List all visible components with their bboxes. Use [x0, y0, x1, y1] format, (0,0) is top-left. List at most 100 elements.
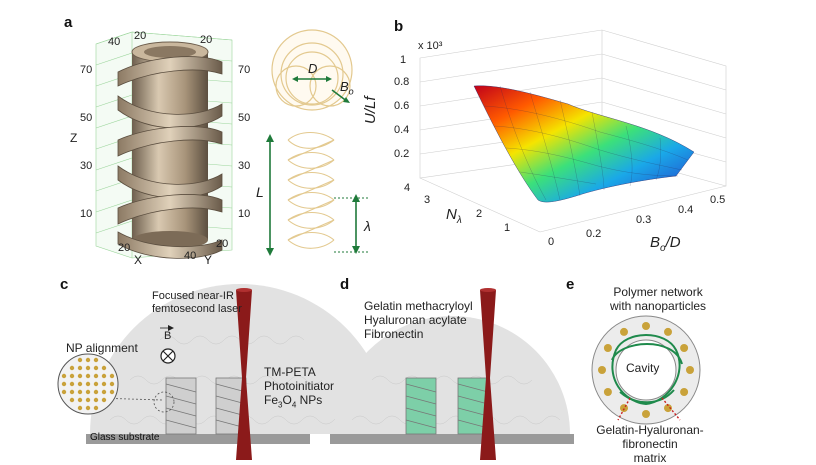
nanoparticle — [85, 389, 91, 395]
n-axis-label: Nλ — [446, 206, 462, 226]
nanoparticle — [69, 373, 75, 379]
axis-y-label: Y — [204, 253, 213, 267]
panel-a-label: a — [64, 14, 73, 31]
nanoparticle — [85, 373, 91, 379]
tick-bottom-y1: 40 — [184, 250, 197, 262]
bo-axis-label: Bo/D — [650, 234, 681, 254]
ring-nanoparticle — [686, 366, 694, 374]
ring-nanoparticle — [664, 404, 672, 413]
nanoparticle — [77, 357, 83, 363]
bo-tick-0: 0.2 — [586, 228, 602, 240]
nanoparticle — [93, 405, 99, 411]
z-tick-2: 0.6 — [394, 100, 410, 112]
nanoparticle — [93, 357, 99, 363]
nanoparticle — [61, 381, 67, 387]
matrix-label: Gelatin-Hyaluronan-fibronectin matrix — [596, 423, 704, 465]
tick-z-left-2: 30 — [80, 160, 93, 172]
axis-z-label: Z — [70, 131, 78, 145]
tick-top-right: 20 — [200, 34, 213, 46]
helix-side-schematic — [287, 131, 335, 249]
gel-pillar-1 — [405, 377, 437, 435]
panel-d-label: d — [340, 276, 350, 293]
ring-nanoparticle — [603, 388, 612, 396]
tick-bottom-x: 20 — [118, 242, 131, 254]
axis-x-label: X — [134, 253, 143, 267]
nanoparticle — [77, 405, 83, 411]
n-tick-1: 3 — [424, 194, 431, 206]
nanoparticle — [77, 373, 83, 379]
nanoparticle — [101, 381, 107, 387]
ring-nanoparticle — [620, 327, 628, 336]
np-alignment-label: NP alignment — [66, 341, 138, 355]
tick-z-left-1: 50 — [80, 112, 93, 124]
z-tick-4: 0.2 — [394, 148, 410, 160]
tick-z-left-3: 10 — [80, 208, 93, 220]
nanoparticle — [101, 365, 107, 371]
n-tick-2: 2 — [476, 208, 483, 220]
panel-e-label: e — [566, 276, 575, 293]
nanoparticle — [85, 381, 91, 387]
nanoparticle — [101, 389, 107, 395]
nanoparticle — [61, 389, 67, 395]
tick-top-mid: 20 — [134, 30, 147, 42]
material-label: TM-PETA Photoinitiator Fe3O4 NPs — [264, 365, 335, 409]
label-D: D — [308, 61, 318, 76]
panel-c-label: c — [60, 276, 69, 293]
surface — [473, 85, 695, 203]
n-tick-3: 1 — [504, 222, 511, 234]
nanoparticle — [69, 365, 75, 371]
nanoparticle — [93, 381, 99, 387]
tick-z-right-3: 10 — [238, 208, 251, 220]
tick-z-left-0: 70 — [80, 64, 93, 76]
nanoparticle — [77, 381, 83, 387]
bo-tick-2: 0.4 — [678, 204, 694, 216]
cavity-label: Cavity — [626, 361, 660, 375]
ring-nanoparticle — [642, 410, 650, 418]
nanoparticle — [101, 373, 107, 379]
tick-bottom-y2: 20 — [216, 238, 229, 250]
tick-top-left: 40 — [108, 36, 121, 48]
label-Bo: Bo — [340, 79, 354, 97]
nanoparticle — [101, 397, 107, 403]
nanoparticle — [93, 389, 99, 395]
panel-b-label: b — [394, 18, 404, 35]
nanoparticle — [93, 397, 99, 403]
z-tick-1: 0.8 — [394, 76, 410, 88]
nanoparticle — [93, 365, 99, 371]
nanoparticle — [77, 389, 83, 395]
z-tick-0: 1 — [400, 54, 407, 66]
hydrogel-composition: Gelatin methacryloyl Hyaluronan acylate … — [364, 299, 473, 341]
nanoparticle — [69, 397, 75, 403]
ring-nanoparticle — [680, 388, 689, 396]
label-lambda: λ — [364, 218, 371, 234]
field-symbol: B — [164, 330, 172, 342]
tick-z-right-1: 50 — [238, 112, 251, 124]
polymer-network-label: Polymer network with nanoparticles — [610, 285, 707, 313]
nanoparticle — [69, 381, 75, 387]
nanoparticle — [85, 397, 91, 403]
substrate-label: Glass substrate — [90, 432, 160, 443]
laser-beam — [236, 290, 252, 460]
nanoparticle — [85, 365, 91, 371]
nanoparticle — [85, 405, 91, 411]
z-tick-3: 0.4 — [394, 124, 410, 136]
nanoparticle — [93, 373, 99, 379]
ring-nanoparticle — [620, 404, 628, 413]
n-tick-0: 4 — [404, 182, 411, 194]
label-L: L — [256, 184, 264, 200]
nanoparticle — [69, 389, 75, 395]
nanoparticle — [61, 373, 67, 379]
helix-ribbon — [117, 56, 223, 259]
helix-pillar-1 — [165, 377, 197, 435]
nanoparticle — [109, 389, 115, 395]
ring-nanoparticle — [642, 322, 650, 330]
nanoparticle — [77, 397, 83, 403]
n-tick-4: 0 — [548, 236, 555, 248]
nanoparticle — [109, 373, 115, 379]
